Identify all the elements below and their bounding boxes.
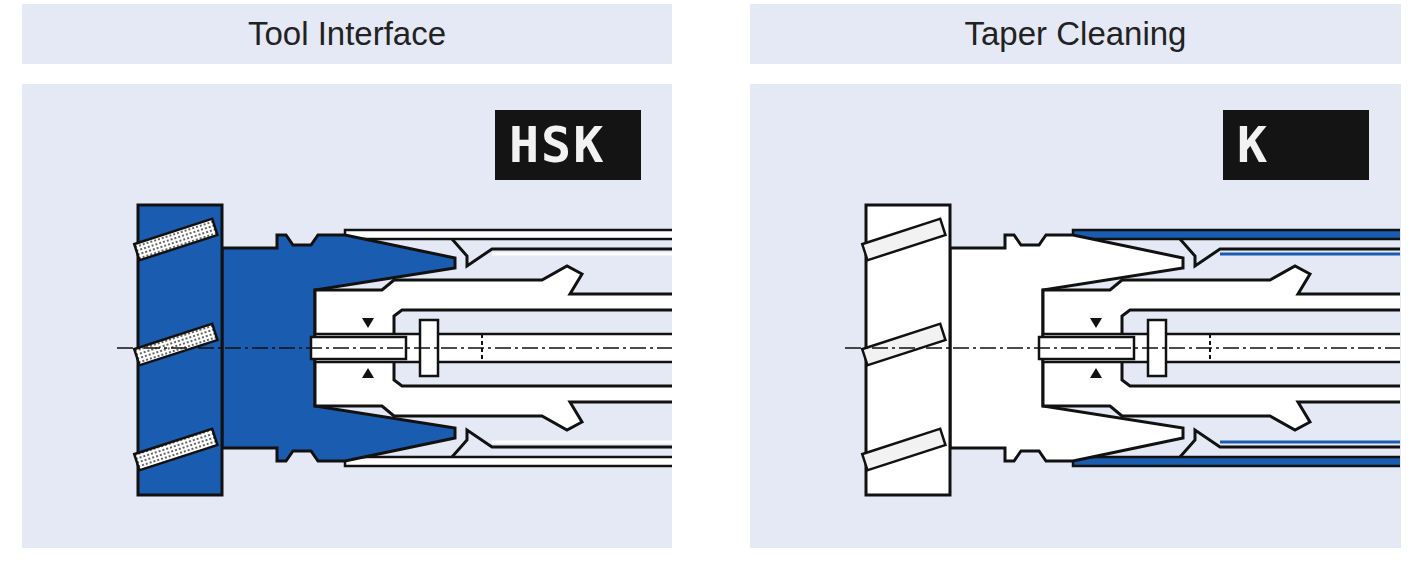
badge-label: K — [1237, 116, 1269, 174]
code-badge: HSK — [495, 110, 641, 180]
header-title: Tool Interface — [248, 15, 446, 53]
header-band: Taper Cleaning — [750, 4, 1401, 64]
taper-cleaning-holder — [845, 205, 1413, 495]
code-badge: K — [1223, 110, 1369, 180]
hsk-tool-holder — [117, 205, 685, 495]
header-title: Taper Cleaning — [965, 15, 1187, 53]
header-band: Tool Interface — [22, 4, 672, 64]
badge-label: HSK — [509, 116, 605, 174]
